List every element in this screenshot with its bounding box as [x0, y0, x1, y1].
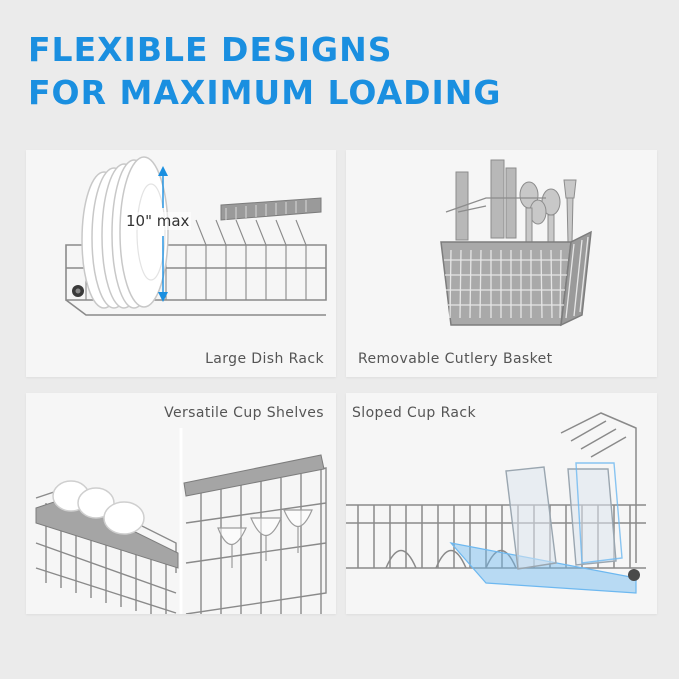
cutlery-basket-panel: Removable Cutlery Basket	[346, 150, 657, 377]
cutlery-basket-image	[440, 159, 592, 327]
dish-rack-image	[65, 156, 327, 316]
sloped-rack-image	[346, 412, 646, 594]
dimension-label: 10" max	[124, 212, 192, 230]
dish-rack-caption: Large Dish Rack	[205, 351, 324, 367]
cup-shelves-panel: Versatile Cup Shelves	[26, 393, 336, 614]
cup-shelves-caption: Versatile Cup Shelves	[164, 405, 324, 421]
sloped-rack-panel: Sloped Cup Rack	[346, 393, 657, 614]
sloped-rack-caption: Sloped Cup Rack	[352, 405, 476, 421]
cutlery-basket-caption: Removable Cutlery Basket	[358, 351, 553, 367]
dish-rack-panel: 10" max Large Dish Rack	[26, 150, 336, 377]
cup-shelves-image	[35, 428, 327, 614]
headline-line-1: FLEXIBLE DESIGNS	[28, 30, 393, 69]
headline-line-2: FOR MAXIMUM LOADING	[28, 73, 502, 112]
headline: FLEXIBLE DESIGNS FOR MAXIMUM LOADING	[28, 28, 502, 114]
